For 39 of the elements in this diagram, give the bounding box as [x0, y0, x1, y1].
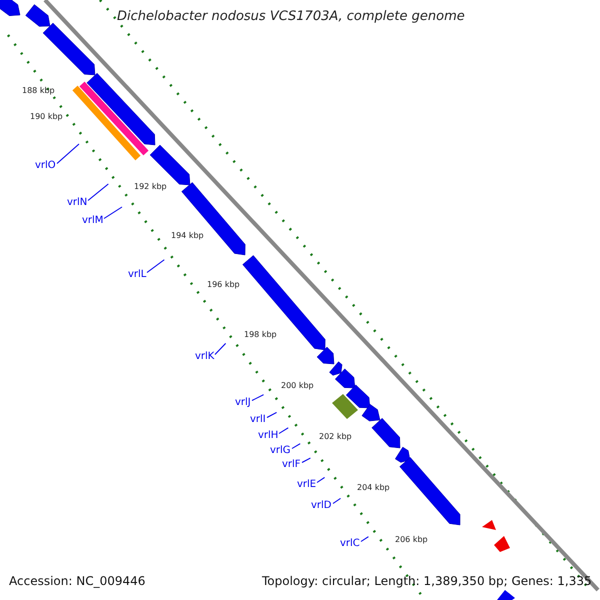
- accession-text: Accession: NC_009446: [9, 574, 146, 588]
- scale-tick-label: 198 kbp: [244, 330, 277, 339]
- scale-tick-label: 206 kbp: [395, 535, 428, 544]
- title-text: Dichelobacter nodosus VCS1703A, complete genome: [117, 9, 465, 24]
- leader-line: [214, 342, 226, 355]
- gene-label: vrlL: [128, 269, 146, 280]
- gene-label: vrlJ: [235, 397, 251, 408]
- gene-label: vrlM: [82, 215, 104, 226]
- scale-tick-label: 194 kbp: [171, 231, 204, 240]
- scale-tick-label: 204 kbp: [357, 483, 390, 492]
- gene-label: vrlE: [297, 479, 316, 490]
- leader-line: [302, 458, 311, 463]
- leader-line: [332, 498, 342, 504]
- leader-line: [316, 476, 326, 483]
- gene-label: vrlK: [195, 351, 214, 362]
- gene-label: vrlG: [270, 445, 291, 456]
- topology-text: Topology: circular; Length: 1,389,350 bp; Genes: 1,335: [262, 574, 592, 588]
- scale-tick-label: 196 kbp: [207, 280, 240, 289]
- leader-line: [146, 259, 165, 273]
- leader-line: [88, 183, 109, 201]
- leader-line: [266, 412, 278, 418]
- leader-line: [252, 394, 264, 401]
- gene-label: vrlI: [250, 414, 266, 425]
- leader-line: [278, 427, 289, 434]
- leader-line: [292, 443, 301, 449]
- gene-label: vrlD: [311, 500, 332, 511]
- gene-label: vrlC: [340, 538, 360, 549]
- gene-label: vrlO: [35, 160, 56, 171]
- scale-tick-label: 190 kbp: [30, 112, 63, 121]
- scale-tick-label: 200 kbp: [281, 381, 314, 390]
- leader-line: [104, 206, 122, 219]
- leader-line: [360, 536, 369, 542]
- gene-label: vrlH: [258, 430, 278, 441]
- scale-tick-label: 202 kbp: [319, 432, 352, 441]
- scale-tick-label: 188 kbp: [22, 86, 55, 95]
- scale-tick-label: 192 kbp: [134, 182, 167, 191]
- leader-line: [56, 143, 80, 164]
- gene-label: vrlN: [67, 197, 88, 208]
- gene-label: vrlF: [282, 459, 301, 470]
